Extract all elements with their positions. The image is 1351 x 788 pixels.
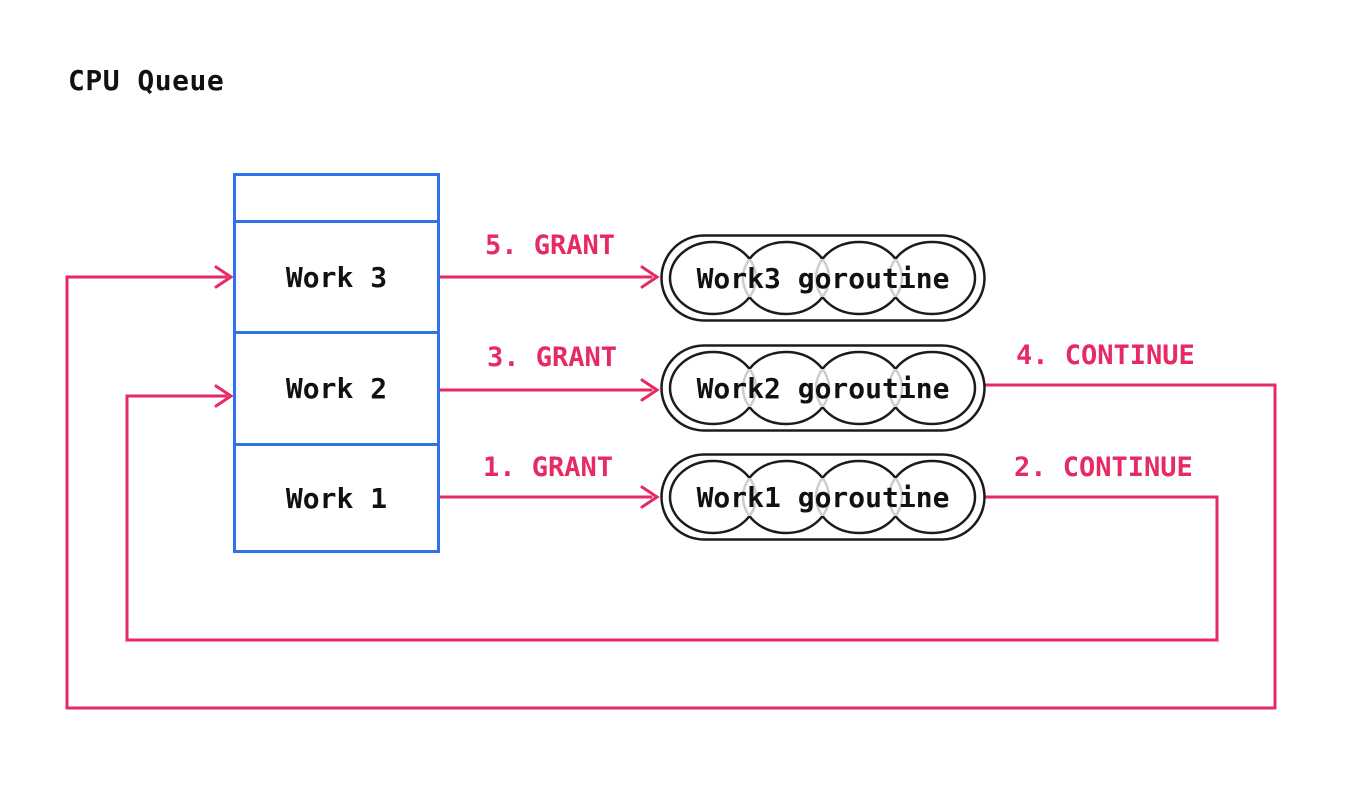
page-title: CPU Queue <box>68 64 225 97</box>
goroutine-label: Work3 goroutine <box>697 262 950 295</box>
label-backdrop <box>692 259 954 297</box>
queue-slot-work3-label: Work 3 <box>285 260 388 294</box>
queue-slot-empty <box>236 176 437 220</box>
arrowhead-continue-work2 <box>214 265 234 289</box>
goroutine-pill-work2: Work2 goroutine <box>660 344 986 432</box>
label-grant-3: 3. GRANT <box>487 342 618 373</box>
goroutine-label: Work1 goroutine <box>697 481 950 514</box>
queue-slot-work3: Work 3 <box>236 220 437 331</box>
cpu-queue-stack: Work 3 Work 2 Work 1 <box>233 173 440 553</box>
label-continue-2: 2. CONTINUE <box>1014 452 1193 483</box>
arrowhead-grant-work3 <box>640 265 660 289</box>
label-backdrop <box>692 369 954 407</box>
label-grant-5: 5. GRANT <box>485 230 616 261</box>
arrowhead-grant-work1 <box>640 485 660 509</box>
queue-slot-work2-label: Work 2 <box>285 372 388 405</box>
goroutine-pill-work1: Work1 goroutine <box>660 453 986 541</box>
goroutine-label: Work2 goroutine <box>697 372 950 405</box>
queue-slot-work1-label: Work 1 <box>285 481 388 515</box>
arrowhead-grant-work2 <box>640 378 660 402</box>
label-backdrop <box>692 478 954 516</box>
arrowhead-continue-work1 <box>214 384 234 408</box>
queue-slot-work2: Work 2 <box>236 331 437 443</box>
label-continue-4: 4. CONTINUE <box>1016 340 1195 371</box>
label-grant-1: 1. GRANT <box>483 452 614 483</box>
queue-slot-work1: Work 1 <box>236 443 437 550</box>
goroutine-pill-work3: Work3 goroutine <box>660 234 986 322</box>
